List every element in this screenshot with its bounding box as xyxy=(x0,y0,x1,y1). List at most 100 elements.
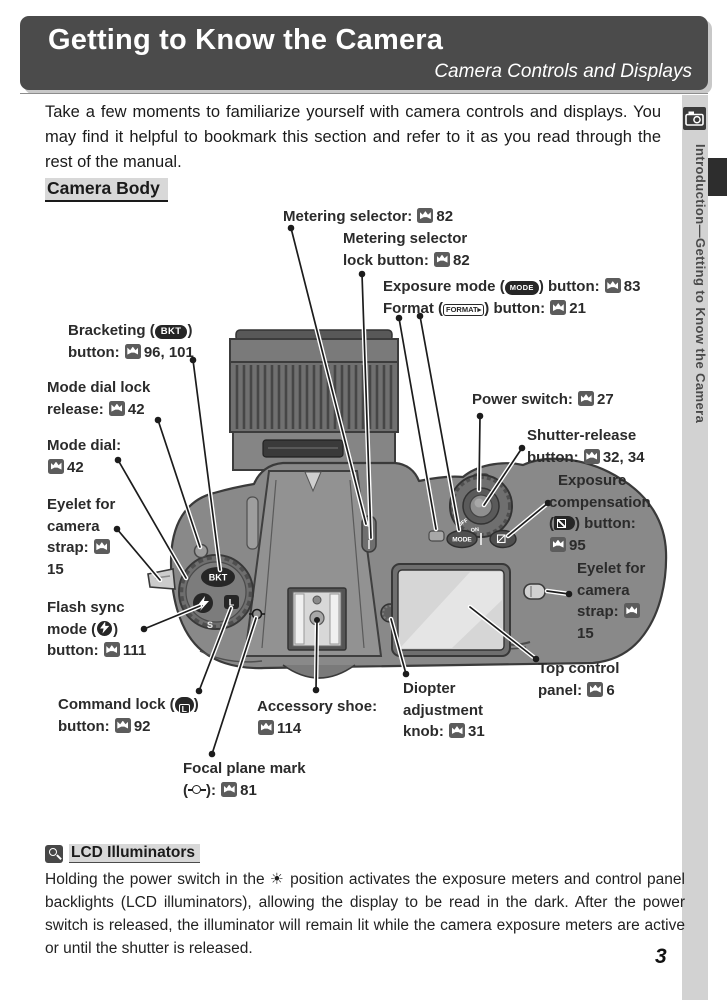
page-ref-number: 114 xyxy=(277,719,302,737)
callout-text: Shutter-release xyxy=(527,427,637,444)
callout-text: ) xyxy=(193,696,199,713)
callout-exposure-comp: Exposure compensation () button: 95 xyxy=(549,470,651,556)
page-ref-number: 21 xyxy=(569,300,586,317)
left-eyelet xyxy=(147,568,176,590)
callout-text: ): xyxy=(206,781,221,799)
callout-text: Exposure xyxy=(558,472,627,489)
callout-metering-lock: Metering selector lock button: 82 xyxy=(343,228,470,271)
note-text: position activates the exposure meters a… xyxy=(45,871,685,957)
note-heading: LCD Illuminators xyxy=(69,844,201,863)
note-icon xyxy=(45,845,63,863)
page-ref-icon xyxy=(108,400,125,416)
page-ref-number: 111 xyxy=(122,642,147,659)
callout-text: release: xyxy=(47,400,108,418)
diopter-knob xyxy=(380,603,400,623)
callout-text: mode ( xyxy=(47,620,97,638)
callout-text: ) button: xyxy=(484,300,550,317)
callout-metering-selector: Metering selector: 82 xyxy=(283,206,453,228)
on-label: ON xyxy=(470,527,479,534)
callout-eyelet-right: Eyelet for camera strap: 15 xyxy=(577,558,645,644)
right-eyelet xyxy=(523,583,546,600)
flash-badge-icon xyxy=(97,620,113,636)
mode-button-label: MODE xyxy=(452,537,472,544)
callout-text: Mode dial: xyxy=(47,437,122,454)
chapter-edge-tab xyxy=(708,158,727,196)
callout-text: Diopter xyxy=(403,680,456,697)
callout-text: button: xyxy=(58,717,114,735)
page-ref-number: 27 xyxy=(597,391,614,408)
page-ref-icon xyxy=(48,458,64,474)
bkt-badge-icon: BKT xyxy=(154,325,188,339)
page-ref-icon xyxy=(550,300,567,315)
callout-text: Eyelet for xyxy=(577,560,646,577)
callout-text: Power switch: xyxy=(472,391,578,408)
lens-barrel xyxy=(229,329,399,471)
callout-accessory-shoe: Accessory shoe: 114 xyxy=(257,696,377,739)
intro-paragraph: Take a few moments to familiarize yourse… xyxy=(45,103,661,171)
callout-text: button: xyxy=(47,642,103,659)
callout-text: ) button: xyxy=(538,278,604,295)
callout-text: Flash sync xyxy=(47,599,125,616)
callout-text: ) button: xyxy=(575,515,636,532)
note-body: Holding the power switch in the ☀ positi… xyxy=(45,868,685,960)
bkt-button-label: BKT xyxy=(209,573,228,583)
chapter-header: Getting to Know the Camera Camera Contro… xyxy=(20,16,708,90)
callout-text: ) xyxy=(113,620,119,638)
callout-text: Accessory shoe: xyxy=(257,698,378,715)
callout-text: panel: xyxy=(538,681,587,699)
callout-text: Eyelet for xyxy=(47,496,116,513)
callout-text: Format ( xyxy=(383,300,443,317)
callout-text: Command lock ( xyxy=(58,696,175,713)
callout-diopter: Diopter adjustment knob: 31 xyxy=(403,678,485,743)
callout-bracketing: Bracketing (BKT) button: 96, 101 xyxy=(68,320,194,363)
callout-text: strap: xyxy=(577,603,623,620)
sidebar-strip xyxy=(682,95,708,1000)
callout-text: Focal plane mark xyxy=(183,760,306,777)
lock-badge-icon: L xyxy=(174,697,194,715)
page-ref-icon xyxy=(587,681,604,697)
page-ref-icon xyxy=(449,723,465,738)
page-ref-number: 82 xyxy=(453,251,470,269)
page-ref-icon xyxy=(103,642,120,657)
section-heading: Camera Body xyxy=(45,178,168,202)
page-ref-number: 95 xyxy=(569,536,586,554)
page-ref-icon xyxy=(604,278,621,293)
callout-text: knob: xyxy=(403,723,448,740)
page-ref-number: 15 xyxy=(47,560,64,578)
mode-dial: BKT L S xyxy=(178,543,254,630)
callout-format: Format (FORMAT▸) button: 21 xyxy=(383,298,586,320)
page-ref-number: 82 xyxy=(436,208,454,225)
callout-text: Exposure mode ( xyxy=(383,278,505,295)
callout-mode-dial: Mode dial: 42 xyxy=(47,435,121,478)
prism-housing xyxy=(243,470,383,657)
focal-plane-mark-icon xyxy=(188,785,206,796)
page-ref-number: 92 xyxy=(133,717,151,735)
page-ref-number: 83 xyxy=(623,278,641,295)
page-ref-number: 15 xyxy=(577,624,594,642)
mode-badge-icon: MODE xyxy=(504,281,539,295)
page-ref-number: 6 xyxy=(606,681,615,699)
callout-text: adjustment xyxy=(403,701,484,719)
callout-text: button: xyxy=(68,343,124,361)
camera-icon-glyph xyxy=(685,111,704,126)
sidebar-chapter-label: Introduction—Getting to Know the Camera xyxy=(693,144,708,424)
callout-text: lock button: xyxy=(343,251,433,269)
callout-top-panel: Top control panel: 6 xyxy=(538,658,619,701)
format-badge-icon: FORMAT▸ xyxy=(443,304,485,316)
focal-plane-mark xyxy=(249,608,265,620)
callout-text: Metering selector: xyxy=(283,208,417,225)
page-ref-number: 81 xyxy=(240,781,257,799)
page-ref-number: 96, 101 xyxy=(143,343,194,361)
lock-badge-letter: L xyxy=(178,704,190,715)
page-ref-icon xyxy=(578,391,595,406)
off-label: OFF xyxy=(457,517,470,528)
page-ref-icon xyxy=(114,717,131,733)
lock-button-label: L xyxy=(229,598,235,608)
callout-text: camera xyxy=(47,517,100,535)
callout-text: strap: xyxy=(47,539,93,556)
callout-text: Bracketing ( xyxy=(68,322,155,339)
page-ref-icon xyxy=(583,448,600,464)
illuminator-icon: ☀ xyxy=(269,871,285,888)
page-ref-icon xyxy=(417,208,434,223)
